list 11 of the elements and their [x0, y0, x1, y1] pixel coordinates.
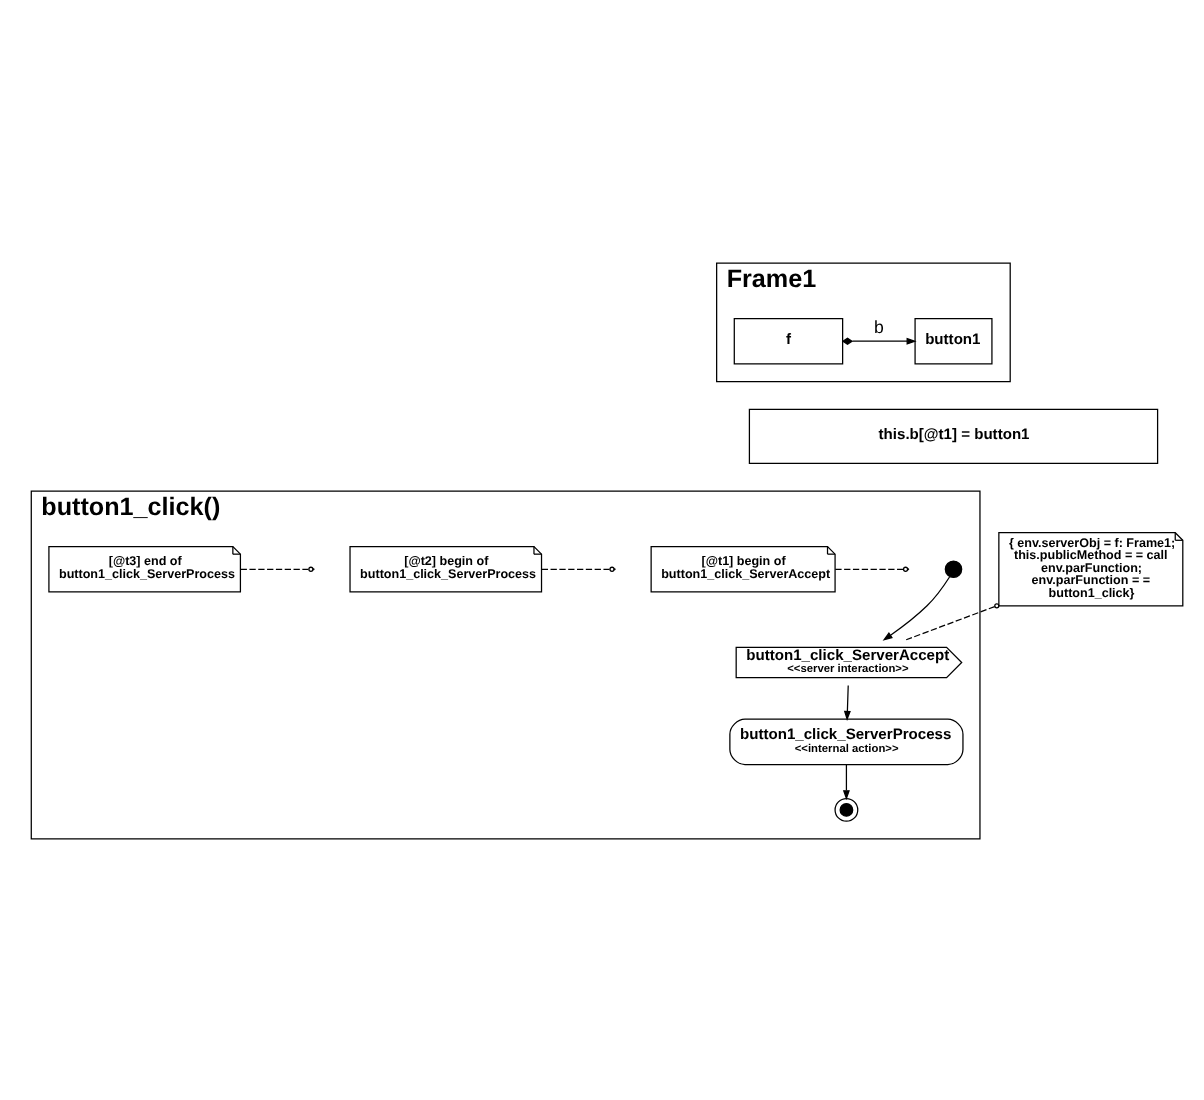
arrow	[842, 762, 850, 800]
edge-label: b	[873, 315, 884, 336]
connector	[541, 567, 611, 569]
arrow	[841, 336, 917, 344]
connector	[905, 602, 1000, 640]
node-circle	[944, 559, 963, 578]
arrow	[882, 575, 951, 640]
node-circle	[834, 796, 859, 821]
connector	[240, 567, 310, 569]
connector	[834, 567, 904, 569]
arrow	[843, 683, 851, 720]
